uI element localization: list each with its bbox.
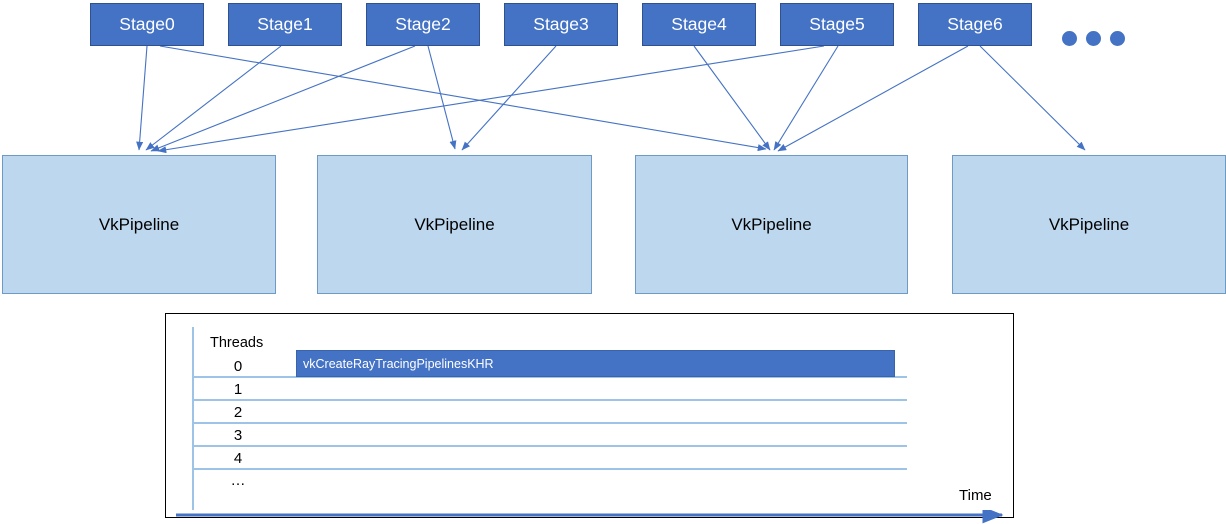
stage-label: Stage6 [947,14,1003,34]
row-separator [192,422,907,424]
timeline-task-bar[interactable]: vkCreateRayTracingPipelinesKHR [296,350,895,377]
stage-label: Stage4 [671,14,727,34]
thread-row-label-3: 3 [233,427,243,444]
thread-row-label-5: … [230,472,246,489]
dot-icon [1062,31,1077,46]
stage-label: Stage5 [809,14,865,34]
stage-box-4[interactable]: Stage4 [642,3,756,46]
pipeline-label: VkPipeline [98,214,180,234]
pipeline-box-3[interactable]: VkPipeline [952,155,1226,294]
pipeline-label: VkPipeline [1048,214,1130,234]
stage-label: Stage3 [533,14,589,34]
more-stages-ellipsis-icon [1062,31,1125,46]
timeline-task-label: vkCreateRayTracingPipelinesKHR [303,356,494,371]
pipeline-box-2[interactable]: VkPipeline [635,155,908,294]
row-separator [192,445,907,447]
dot-icon [1110,31,1125,46]
stage-box-5[interactable]: Stage5 [780,3,894,46]
row-separator [192,376,297,378]
row-separator [192,399,907,401]
stage-box-6[interactable]: Stage6 [918,3,1032,46]
thread-row-label-1: 1 [233,381,243,398]
thread-row-label-4: 4 [233,450,243,467]
thread-axis-line [192,327,194,510]
pipeline-label: VkPipeline [731,214,812,234]
stage-label: Stage0 [119,14,175,34]
thread-row-label-2: 2 [233,404,243,421]
thread-row-label-0: 0 [233,358,243,375]
stage-box-0[interactable]: Stage0 [90,3,204,46]
stage-box-2[interactable]: Stage2 [366,3,480,46]
threads-header: Threads [210,335,264,351]
pipeline-label: VkPipeline [414,214,495,234]
dot-icon [1086,31,1101,46]
pipeline-box-1[interactable]: VkPipeline [317,155,592,294]
pipeline-box-0[interactable]: VkPipeline [2,155,276,294]
stage-label: Stage1 [257,14,313,34]
stage-label: Stage2 [395,14,451,34]
stage-box-1[interactable]: Stage1 [228,3,342,46]
time-axis-arrow [176,510,1004,524]
time-axis-label: Time [959,487,992,504]
stage-box-3[interactable]: Stage3 [504,3,618,46]
row-separator [192,468,907,470]
timeline-panel: Threads 0 1 2 3 4 … vkCreateRayTracingPi… [165,313,1014,524]
